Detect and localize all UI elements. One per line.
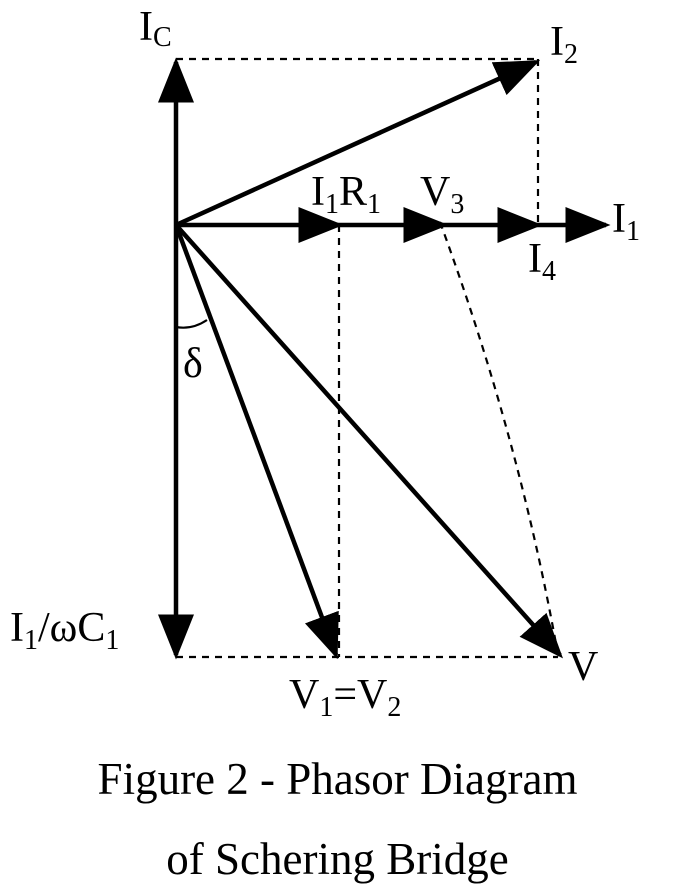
label-v: V: [568, 644, 598, 690]
label-delta: δ: [183, 341, 203, 387]
figure-caption-line-1: Figure 2 - Phasor Diagram: [97, 754, 578, 804]
i2-arrow: [175, 59, 541, 228]
figure-caption-line-2: of Schering Bridge: [166, 834, 509, 884]
label-ic: IC: [139, 4, 172, 53]
label-i2: I2: [550, 19, 578, 70]
v-arrow: [174, 223, 563, 659]
label-i1: I1: [612, 196, 640, 247]
label-i1-over-wc1: I1/ωC1: [10, 605, 119, 656]
label-v1-equals-v2: V1=V2: [289, 672, 401, 723]
label-v3: V3: [420, 169, 464, 220]
label-i1r1: I1R1: [311, 169, 381, 220]
v1-arrow: [173, 224, 339, 660]
delta-angle-arc: [175, 319, 208, 329]
label-i4: I4: [528, 236, 556, 287]
